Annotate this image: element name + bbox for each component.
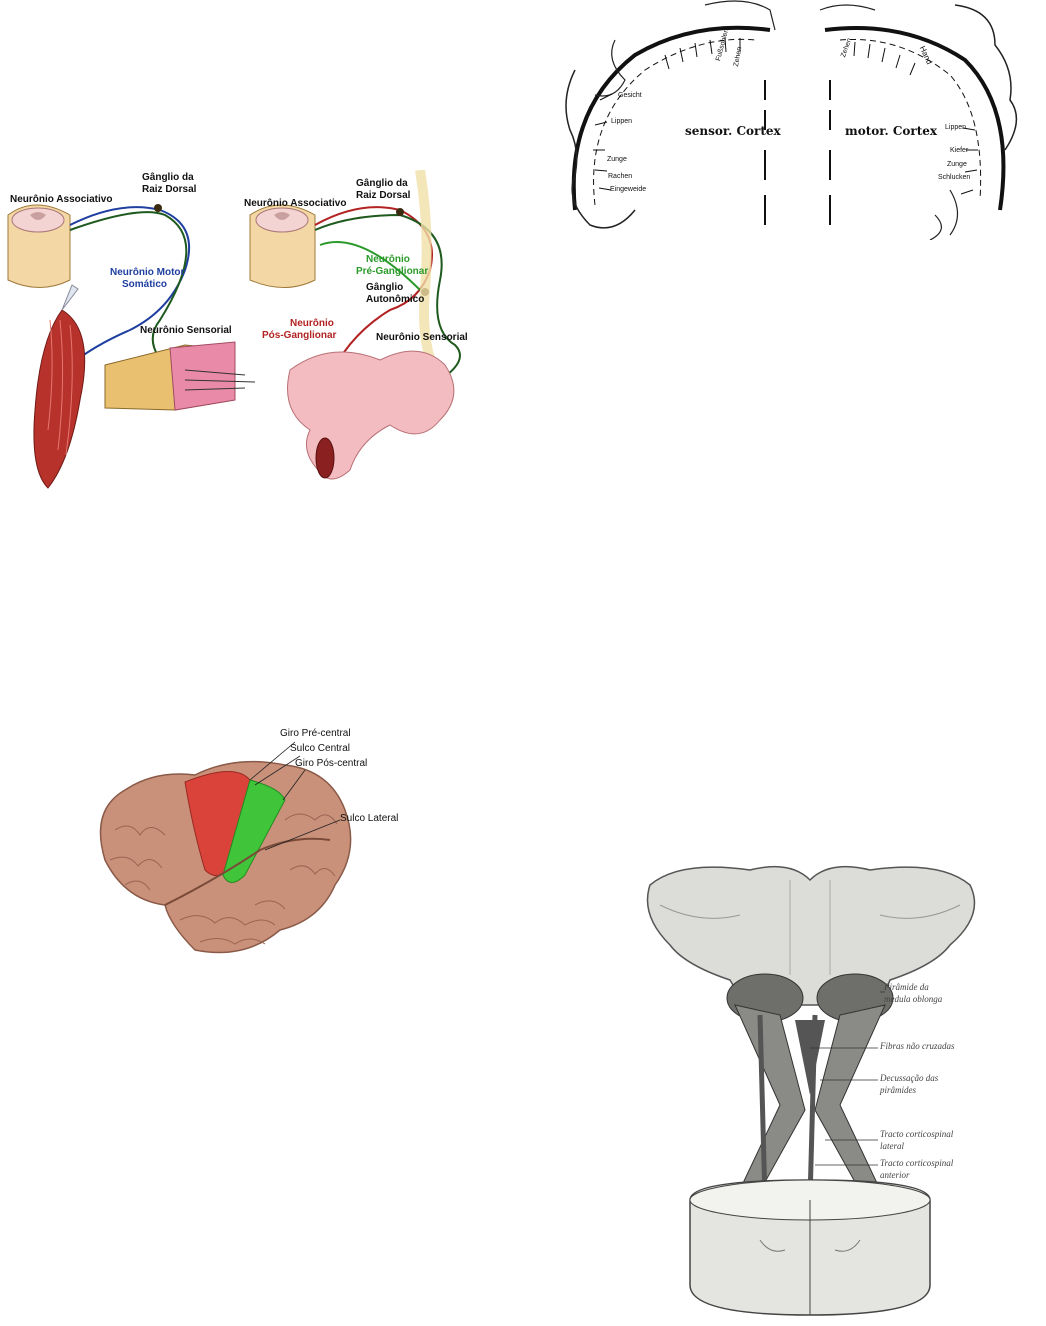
- label-preganglionic-neuron-2: Pré-Ganglionar: [356, 266, 429, 277]
- reflex-arc-illustration: [7, 169, 461, 489]
- sensory-part-rachen: Rachen: [608, 173, 633, 180]
- sensory-part-gesicht: Gesicht: [618, 92, 642, 99]
- motor-part-schlucken: Schlucken: [938, 174, 971, 181]
- label-dorsal-root-ganglion-right-2: Raiz Dorsal: [356, 190, 411, 201]
- label-sensory-neuron-right: Neurônio Sensorial: [376, 332, 468, 343]
- label-associative-neuron-right: Neurônio Associativo: [244, 198, 347, 209]
- label-pyramid-medulla: Pirâmide da: [884, 982, 929, 992]
- label-pyramidal-decussation: Decussação das: [880, 1073, 939, 1083]
- label-precentral-gyrus: Giro Pré-central: [280, 728, 351, 739]
- label-lateral-corticospinal-tract-2: lateral: [880, 1141, 904, 1151]
- label-pyramid-medulla-2: medula oblonga: [884, 994, 943, 1004]
- label-dorsal-root-ganglion-right: Gânglio da: [356, 178, 408, 189]
- homunculus-figure: sensor. Cortex motor. Cortex Gesicht Lip…: [555, 0, 1025, 241]
- sensory-cortex-title: sensor. Cortex: [685, 124, 781, 138]
- motor-part-lippen: Lippen: [945, 124, 967, 131]
- label-uncrossed-fibers: Fibras não cruzadas: [880, 1041, 955, 1051]
- label-lateral-sulcus: Sulco Lateral: [340, 813, 399, 824]
- label-sensory-neuron-left: Neurônio Sensorial: [140, 325, 232, 336]
- label-autonomic-ganglion-2: Autonômico: [366, 294, 425, 305]
- label-postcentral-gyrus: Giro Pós-central: [295, 758, 368, 769]
- intestine: [287, 350, 455, 480]
- label-central-sulcus: Sulco Central: [290, 743, 351, 754]
- label-anterior-corticospinal-tract-2: anterior: [880, 1170, 910, 1180]
- label-autonomic-ganglion: Gânglio: [366, 282, 404, 293]
- sensory-part-lippen: Lippen: [611, 118, 633, 125]
- pyramid-illustration: [646, 865, 976, 1316]
- sensory-part-eingeweide: Eingeweide: [610, 186, 647, 193]
- sensory-part-zunge: Zunge: [607, 156, 627, 163]
- label-preganglionic-neuron: Neurônio: [366, 254, 410, 265]
- skin-block: [104, 341, 256, 411]
- motor-part-zunge: Zunge: [947, 161, 967, 168]
- label-dorsal-root-ganglion-left: Gânglio da: [142, 172, 194, 183]
- pyramid-figure: Pirâmide da medula oblonga Fibras não cr…: [640, 855, 980, 1320]
- label-postganglionic-neuron: Neurônio: [290, 318, 334, 329]
- label-dorsal-root-ganglion-left-2: Raiz Dorsal: [142, 184, 197, 195]
- motor-cortex-title: motor. Cortex: [845, 124, 938, 138]
- spinal-cord-autonomic: [249, 204, 316, 288]
- label-associative-neuron-left: Neurônio Associativo: [10, 194, 113, 205]
- label-anterior-corticospinal-tract: Tracto corticospinal: [880, 1158, 954, 1168]
- brain-illustration: [99, 741, 352, 954]
- label-somatic-motor-neuron: Neurônio Motor: [110, 267, 185, 278]
- label-pyramidal-decussation-2: pirâmides: [880, 1085, 916, 1095]
- motor-part-kiefer: Kiefer: [950, 147, 969, 154]
- label-postganglionic-neuron-2: Pós-Ganglionar: [262, 330, 337, 341]
- homunculus-illustration: [565, 0, 1018, 241]
- reflex-arc-figure: Neurônio Associativo Gânglio da Raiz Dor…: [0, 169, 480, 490]
- spinal-cord-somatic: [7, 204, 71, 288]
- label-somatic-motor-neuron-2: Somático: [122, 279, 168, 290]
- label-lateral-corticospinal-tract: Tracto corticospinal: [880, 1129, 954, 1139]
- brain-figure: Giro Pré-central Sulco Central Giro Pós-…: [85, 720, 425, 965]
